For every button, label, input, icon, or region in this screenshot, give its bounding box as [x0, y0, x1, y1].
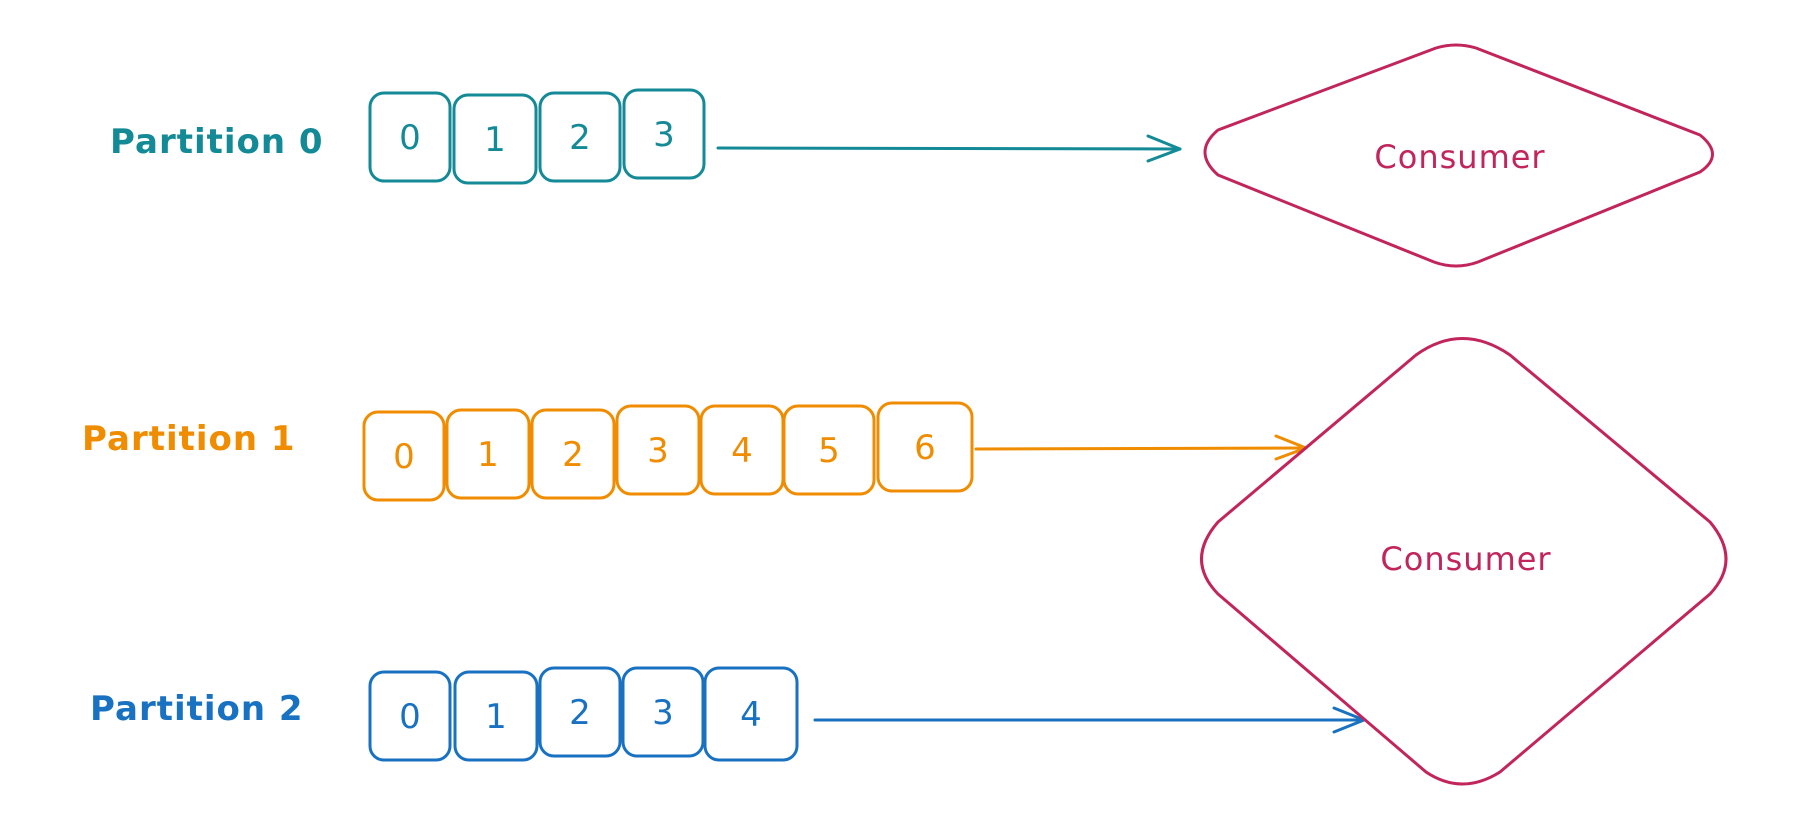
offset-number: 3	[647, 431, 669, 471]
offset-number: 3	[652, 693, 674, 733]
offset-number: 5	[818, 431, 840, 471]
offset-cell: 4	[703, 666, 799, 762]
offset-cell: 0	[368, 91, 452, 183]
consumer-diamond-shape	[1200, 337, 1728, 786]
offset-cell: 3	[615, 404, 701, 496]
offset-number: 0	[399, 118, 421, 158]
consumer-diamond-shape	[1203, 43, 1714, 268]
partition-row-2: Partition 2 0 1 2 3 4	[90, 666, 1366, 762]
offset-number: 3	[653, 115, 675, 155]
offset-cell: 2	[530, 408, 616, 500]
offset-cell: 1	[453, 670, 539, 762]
offset-cell: 4	[699, 404, 785, 496]
offset-number: 6	[914, 428, 936, 468]
offset-cell: 1	[445, 408, 531, 500]
partition-row-1: Partition 1 0 1 2 3 4 5 6	[82, 401, 1308, 502]
partition-label: Partition 1	[82, 419, 296, 459]
offset-number: 1	[484, 120, 506, 160]
flow-arrow	[974, 434, 1308, 461]
offset-cell: 6	[876, 401, 974, 493]
offset-number: 0	[399, 697, 421, 737]
consumer-node: Consumer	[1200, 337, 1728, 786]
consumer-node: Consumer	[1203, 43, 1714, 268]
offset-number: 2	[569, 693, 591, 733]
offset-cell: 0	[368, 670, 452, 762]
flow-arrow	[813, 706, 1366, 734]
offset-cell: 1	[452, 93, 538, 185]
offset-number: 0	[393, 437, 415, 477]
flow-arrow	[716, 134, 1182, 163]
partition-label: Partition 2	[90, 689, 304, 729]
consumer-label: Consumer	[1374, 138, 1545, 176]
offset-cell: 3	[621, 666, 705, 758]
offset-cell: 2	[538, 91, 622, 183]
offset-number: 4	[740, 695, 762, 735]
offset-number: 2	[569, 118, 591, 158]
offset-cell: 0	[362, 410, 446, 502]
offset-cell: 3	[622, 88, 706, 180]
offset-number: 2	[562, 435, 584, 475]
offset-number: 1	[477, 435, 499, 475]
offset-number: 4	[731, 431, 753, 471]
partition-row-0: Partition 0 0 1 2 3	[110, 88, 1182, 185]
offset-number: 1	[485, 697, 507, 737]
offset-cell: 5	[782, 404, 876, 496]
offset-cell: 2	[538, 666, 622, 758]
consumer-label: Consumer	[1380, 540, 1551, 578]
partition-label: Partition 0	[110, 122, 324, 162]
